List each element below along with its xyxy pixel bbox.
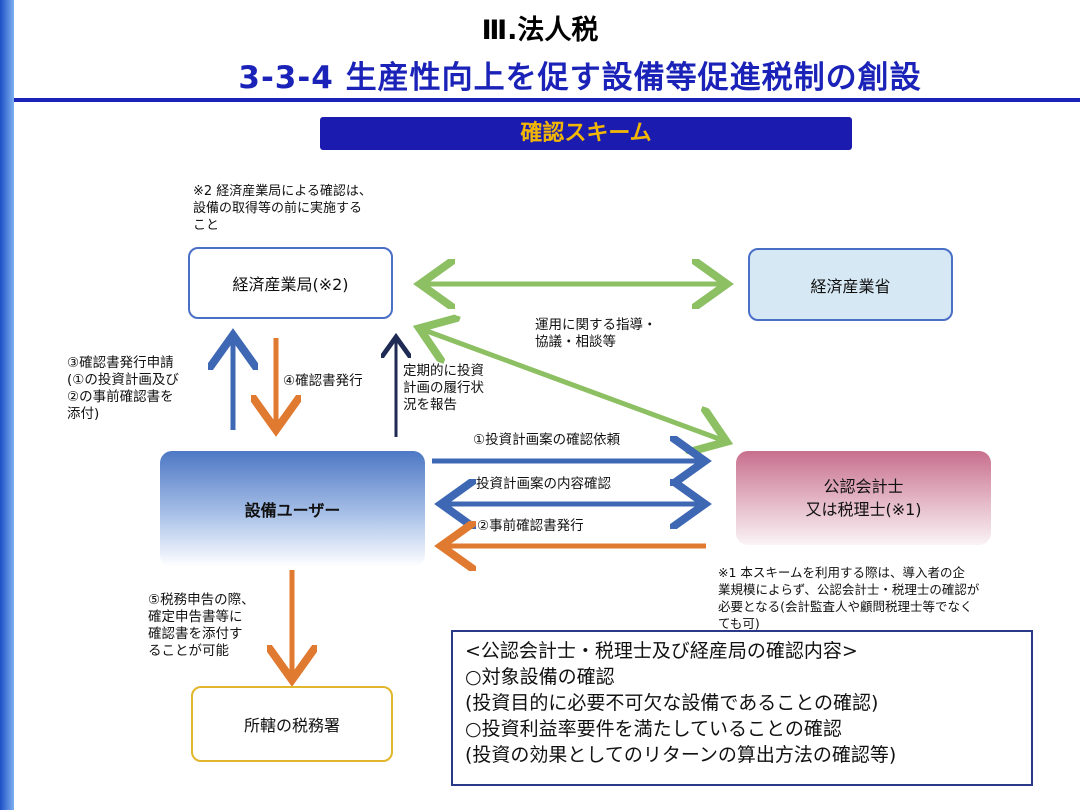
periodic-report-label: 定期的に投資 計画の履行状 況を報告 <box>403 363 484 413</box>
step2-label: ②事前確認書発行 <box>477 518 584 534</box>
left-accent-bar <box>0 0 14 810</box>
confirmation-item2: ○投資利益率要件を満たしていることの確認 <box>465 718 842 740</box>
confirmation-item2-detail: (投資の効果としてのリターンの算出方法の確認等) <box>465 744 897 766</box>
confirmation-heading: <公認会計士・税理士及び経産局の確認内容> <box>465 640 858 662</box>
bureau-cpa-arrow <box>424 330 722 440</box>
cpa-label-line1: 公認会計士 <box>823 477 904 496</box>
content-check-label: 投資計画案の内容確認 <box>476 476 611 492</box>
step4-label: ④確認書発行 <box>283 373 363 389</box>
ministry-box: 経済産業省 <box>748 248 953 321</box>
step5-label: ⑤税務申告の際、 確定申告書等に 確認書を添付す ることが可能 <box>148 592 255 659</box>
title-divider <box>14 98 1080 102</box>
guidance-label: 運用に関する指導・ 協議・相談等 <box>535 317 657 350</box>
page-title: 3-3-4 生産性向上を促す設備等促進税制の創設 <box>238 60 922 96</box>
confirmation-content-box: <公認会計士・税理士及び経産局の確認内容> ○対象設備の確認 (投資目的に必要不… <box>451 630 1033 786</box>
tax-office-label: 所轄の税務署 <box>243 716 340 735</box>
note-2: ※2 経済産業局による確認は、 設備の取得等の前に実施する こと <box>193 184 372 233</box>
confirmation-item1: ○対象設備の確認 <box>465 666 615 688</box>
note-1: ※1 本スキームを利用する際は、導入者の企 業規模によらず、公認会計士・税理士の… <box>718 565 980 631</box>
cpa-label-line2: 又は税理士(※1) <box>805 500 922 519</box>
confirmation-item1-detail: (投資目的に必要不可欠な設備であることの確認) <box>465 692 879 714</box>
ministry-label: 経済産業省 <box>810 276 891 296</box>
user-box: 設備ユーザー <box>160 451 425 567</box>
step3-label: ③確認書発行申請 (①の投資計画及び ②の事前確認書を 添付) <box>67 355 179 422</box>
local-bureau-box: 経済産業局(※2) <box>188 247 393 319</box>
section-title: Ⅲ.法人税 <box>481 15 599 46</box>
scheme-banner: 確認スキーム <box>320 117 852 150</box>
tax-office-box: 所轄の税務署 <box>191 686 393 762</box>
step1-label: ①投資計画案の確認依頼 <box>473 432 621 448</box>
local-bureau-label: 経済産業局(※2) <box>232 275 349 294</box>
user-label: 設備ユーザー <box>244 501 341 520</box>
cpa-box: 公認会計士 又は税理士(※1) <box>736 451 991 545</box>
